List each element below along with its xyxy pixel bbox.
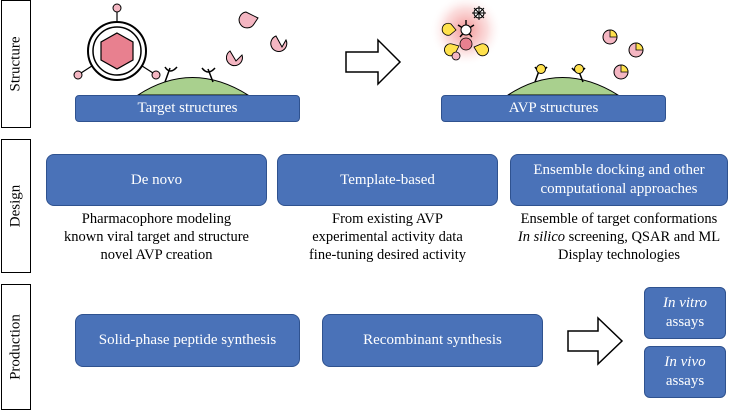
de-novo-label: De novo: [130, 171, 183, 188]
ensemble-docking-description: Ensemble of target conformations In sili…: [508, 210, 730, 264]
row-label-structure: Structure: [1, 0, 31, 128]
de-novo-description: Pharmacophore modeling known viral targe…: [46, 210, 267, 264]
ensemble-docking-label-line2: computational approaches: [540, 181, 698, 197]
avp-peptide-icon: [602, 29, 644, 80]
in-silico-rest: screening, QSAR and ML: [565, 229, 721, 245]
pacman-peptide-icon: [226, 11, 288, 67]
ensemble-docking-label-line1: Ensemble docking and other: [533, 162, 705, 179]
description-line: fine-tuning desired activity: [308, 247, 467, 263]
template-based-label: Template-based: [340, 171, 435, 188]
in-silico-italic: In silico: [517, 229, 566, 245]
description-line: known viral target and structure: [64, 229, 249, 245]
pathogen-particle-icon: [73, 3, 161, 81]
cell-membrane-bound-icon: [506, 64, 620, 96]
in-vivo-label: In vivo: [664, 354, 706, 371]
target-structures-label: Target structures: [137, 100, 238, 117]
in-vivo-assays-label: assays: [665, 373, 705, 389]
target-structures-box: Target structures: [75, 95, 300, 122]
description-line: Ensemble of target conformations: [520, 211, 718, 227]
in-vivo-assays-box: In vivo assays: [644, 346, 726, 398]
ensemble-docking-box: Ensemble docking and other computational…: [510, 154, 728, 206]
description-line: In silico screening, QSAR and ML: [508, 228, 730, 246]
recombinant-synthesis-label: Recombinant synthesis: [363, 332, 502, 349]
recombinant-synthesis-box: Recombinant synthesis: [322, 314, 543, 367]
right-arrow-icon: [345, 38, 402, 86]
template-based-description: From existing AVP experimental activity …: [277, 210, 498, 264]
solid-phase-synthesis-label: Solid-phase peptide synthesis: [98, 332, 277, 349]
in-vitro-assays-box: In vitro assays: [644, 287, 726, 339]
description-line: Pharmacophore modeling: [81, 211, 232, 227]
description-line: Display technologies: [557, 247, 681, 263]
production-arrow-icon: [567, 316, 624, 366]
avp-structures-label: AVP structures: [508, 100, 599, 117]
cell-membrane-target-icon: [136, 66, 250, 96]
de-novo-box: De novo: [46, 154, 267, 206]
description-line: From existing AVP: [332, 211, 443, 227]
description-line: experimental activity data: [312, 229, 463, 245]
neutralized-pathogen-icon: [430, 0, 502, 66]
avp-structures-box: AVP structures: [441, 95, 666, 122]
in-vitro-assays-label: assays: [665, 314, 705, 330]
in-vitro-label: In vitro: [662, 295, 708, 312]
description-line: novel AVP creation: [100, 247, 213, 263]
template-based-box: Template-based: [277, 154, 498, 206]
row-label-design: Design: [1, 139, 31, 273]
solid-phase-synthesis-box: Solid-phase peptide synthesis: [75, 314, 300, 367]
